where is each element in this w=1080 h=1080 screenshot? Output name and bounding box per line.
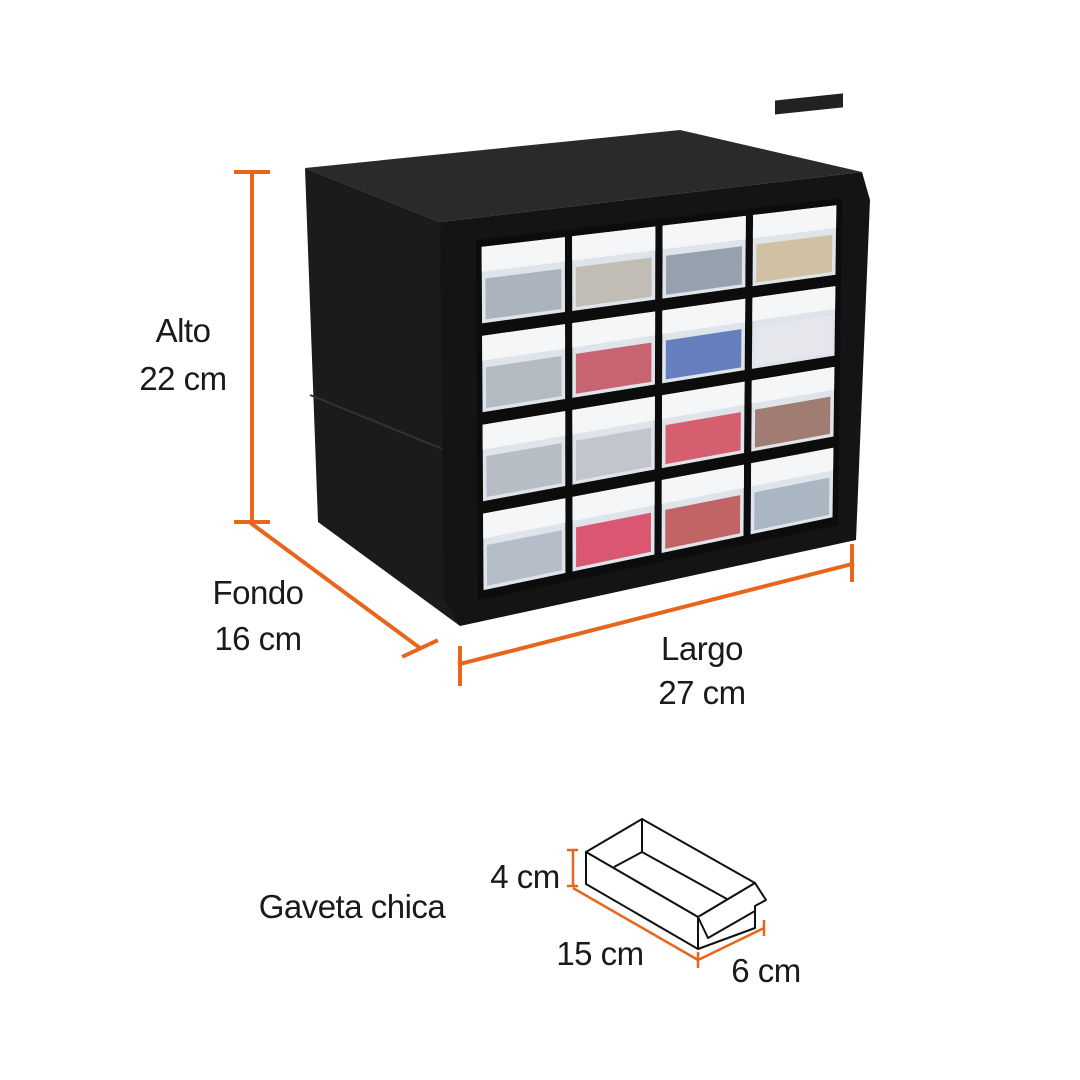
drawer-contents [486, 443, 562, 498]
drawer-handle [750, 447, 834, 487]
brand-plate [775, 93, 843, 115]
cabinet-front-inner [476, 198, 842, 600]
drawer-handle [572, 226, 656, 261]
drawer-contents [665, 495, 741, 549]
drawer-contents [485, 268, 562, 320]
drawer-contents [485, 356, 562, 409]
drawer-contents [575, 257, 652, 308]
drawer-handle [662, 215, 746, 250]
drawer-handle [572, 396, 655, 435]
drawer-contents [754, 396, 831, 448]
drawer-handle [572, 481, 655, 522]
depth-value: 16 cm [214, 620, 301, 657]
drawer-handle [481, 237, 565, 272]
drawer-handle [661, 381, 745, 419]
height-value: 22 cm [139, 360, 226, 397]
drawer-width-value: 6 cm [731, 952, 801, 989]
depth-label: Fondo [212, 574, 303, 611]
depth-dimension: Fondo 16 cm [212, 521, 439, 659]
drawer-contents [755, 315, 832, 366]
cabinet-top [305, 130, 862, 222]
drawer-handle [752, 205, 837, 239]
drawer-contents [576, 512, 652, 568]
width-value: 27 cm [658, 674, 745, 711]
drawer-contents [756, 234, 833, 283]
drawer-contents [486, 530, 562, 586]
drawer-contents [665, 412, 741, 465]
drawer-handle [482, 324, 566, 361]
drawer-contents [575, 342, 652, 394]
drawer-grid [481, 205, 837, 591]
drawer-length-value: 15 cm [556, 935, 643, 972]
height-dimension: Alto 22 cm [139, 170, 270, 524]
width-dimension: Largo 27 cm [457, 544, 855, 711]
drawer-handle [572, 311, 656, 348]
cabinet-image [305, 93, 870, 626]
drawer-handle [662, 298, 746, 335]
drawer-title: Gaveta chica [259, 888, 447, 925]
drawer-handle [483, 498, 566, 539]
drawer-handle [661, 464, 745, 504]
height-label: Alto [156, 312, 211, 349]
cabinet-side [305, 168, 460, 626]
width-label: Largo [661, 630, 743, 667]
drawer-contents [754, 477, 830, 531]
drawer-contents [665, 329, 742, 380]
drawer-handle [482, 411, 566, 450]
drawer-contents [665, 246, 743, 295]
drawer-height-value: 4 cm [490, 858, 560, 895]
small-drawer-diagram: Gaveta chica 4 cm 15 cm 6 cm [259, 818, 801, 989]
drawer-handle [751, 366, 835, 404]
drawer-handle [752, 286, 836, 321]
drawer-contents [575, 427, 652, 481]
